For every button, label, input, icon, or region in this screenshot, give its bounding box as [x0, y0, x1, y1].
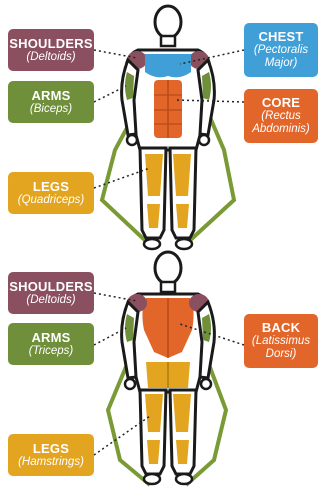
front-quad-right [173, 154, 191, 196]
front-label-shoulders-title: SHOULDERS [9, 37, 92, 51]
front-label-chest-subtitle: (Pectoralis Major) [250, 44, 312, 70]
front-label-legs-subtitle: (Quadriceps) [18, 194, 84, 207]
back-label-legs: LEGS (Hamstrings) [8, 434, 94, 476]
front-label-shoulders-subtitle: (Deltoids) [26, 51, 75, 64]
front-label-arms-subtitle: (Biceps) [30, 103, 72, 116]
front-quad-left [145, 154, 163, 196]
back-label-back-subtitle: (Latissimus Dorsi) [248, 335, 314, 361]
front-label-legs-title: LEGS [33, 180, 69, 194]
front-label-legs: LEGS (Quadriceps) [8, 172, 94, 214]
front-bicep-left [125, 72, 134, 100]
back-label-shoulders-subtitle: (Deltoids) [26, 294, 75, 307]
front-bicep-right [202, 72, 211, 100]
back-label-arms-subtitle: (Triceps) [29, 345, 74, 358]
front-label-core-title: CORE [262, 96, 300, 110]
front-figure [102, 6, 234, 249]
front-label-core: CORE (Rectus Abdominis) [244, 89, 318, 143]
back-label-back: BACK (Latissimus Dorsi) [244, 314, 318, 368]
back-hamstring-right [173, 394, 191, 432]
back-figure [108, 252, 226, 485]
back-label-legs-title: LEGS [33, 442, 69, 456]
front-label-arms: ARMS (Biceps) [8, 81, 94, 123]
front-label-core-subtitle: (Rectus Abdominis) [248, 110, 314, 136]
back-label-back-title: BACK [262, 321, 300, 335]
front-label-chest: CHEST (Pectoralis Major) [244, 23, 318, 77]
front-label-shoulders: SHOULDERS (Deltoids) [8, 29, 94, 71]
back-tricep-left [125, 314, 134, 342]
front-chest [145, 54, 168, 77]
back-hamstring-left [145, 394, 163, 432]
back-label-arms-title: ARMS [31, 331, 70, 345]
front-label-arms-title: ARMS [31, 89, 70, 103]
front-head [155, 6, 181, 38]
back-label-arms: ARMS (Triceps) [8, 323, 94, 365]
front-label-chest-title: CHEST [258, 30, 303, 44]
back-tricep-right [202, 314, 211, 342]
back-label-shoulders-title: SHOULDERS [9, 280, 92, 294]
back-head [155, 252, 181, 284]
back-label-shoulders: SHOULDERS (Deltoids) [8, 272, 94, 314]
back-label-legs-subtitle: (Hamstrings) [18, 456, 84, 469]
